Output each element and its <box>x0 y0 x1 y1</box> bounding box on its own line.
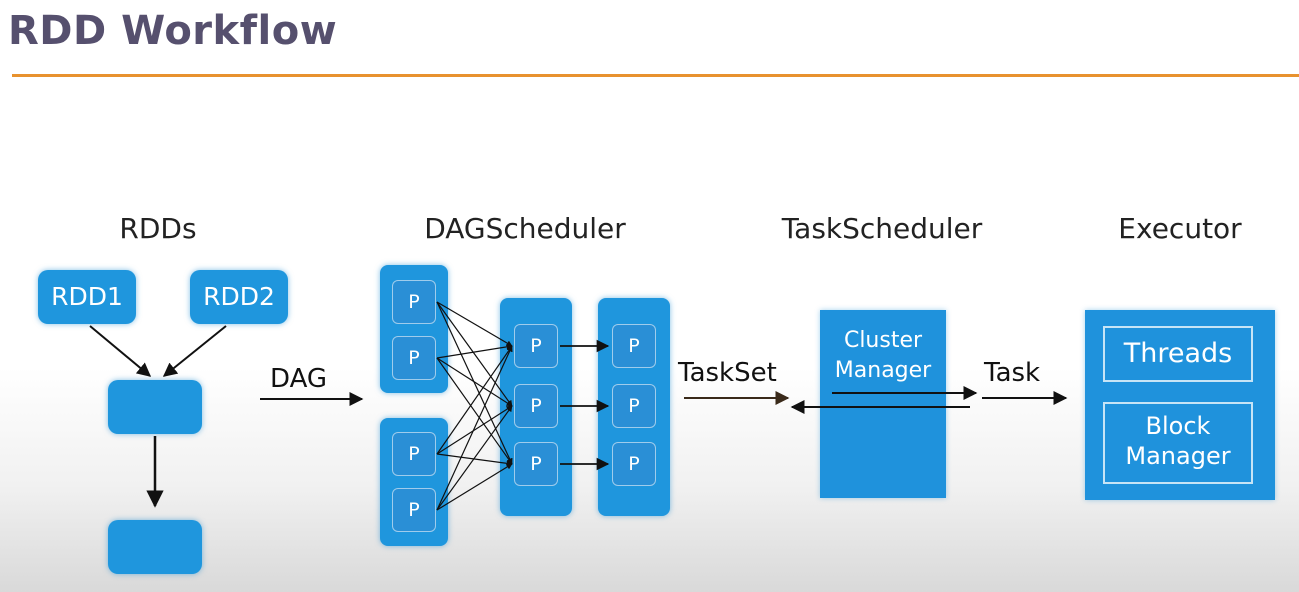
heading-task-scheduler: TaskScheduler <box>781 212 983 245</box>
rdd1-box: RDD1 <box>38 270 136 324</box>
dag-label: DAG <box>270 364 328 394</box>
rdd2-label: RDD2 <box>203 282 275 311</box>
block-manager-line1: Block <box>1145 412 1211 440</box>
rdd1-label: RDD1 <box>51 282 123 311</box>
partition-cell: P <box>392 488 436 532</box>
block-manager-line2: Manager <box>1125 442 1231 470</box>
partition-cell: P <box>392 432 436 476</box>
partition-cell: P <box>612 442 656 486</box>
partition-cell: P <box>514 442 558 486</box>
shuffle-edges <box>436 301 513 511</box>
rdd2-to-derived-arrow <box>162 325 227 377</box>
heading-executor: Executor <box>1118 212 1242 245</box>
cluster-manager-line2: Manager <box>834 358 932 383</box>
rdd2-box: RDD2 <box>190 270 288 324</box>
heading-rdds: RDDs <box>119 212 197 245</box>
partition-cell: P <box>392 336 436 380</box>
executor-box: Threads Block Manager <box>1085 310 1275 500</box>
block-manager-frame: Block Manager <box>1103 402 1253 484</box>
partition-cell: P <box>514 384 558 428</box>
rdd1-to-derived-arrow <box>89 325 152 377</box>
task-label: Task <box>984 358 1041 388</box>
partition-cell: P <box>612 324 656 368</box>
taskset-label: TaskSet <box>678 358 777 388</box>
partition-cell: P <box>392 280 436 324</box>
title-underline <box>12 74 1299 77</box>
rdd-derived-box <box>108 380 202 434</box>
cluster-manager-line1: Cluster <box>843 328 923 353</box>
page-title: RDD Workflow <box>8 8 338 54</box>
cluster-manager-box: Cluster Manager <box>820 310 946 498</box>
heading-dag-scheduler: DAGScheduler <box>424 212 626 245</box>
partition-cell: P <box>514 324 558 368</box>
partition-cell: P <box>612 384 656 428</box>
threads-label: Threads <box>1123 338 1233 369</box>
threads-frame: Threads <box>1103 326 1253 382</box>
rdd-result-box <box>108 520 202 574</box>
